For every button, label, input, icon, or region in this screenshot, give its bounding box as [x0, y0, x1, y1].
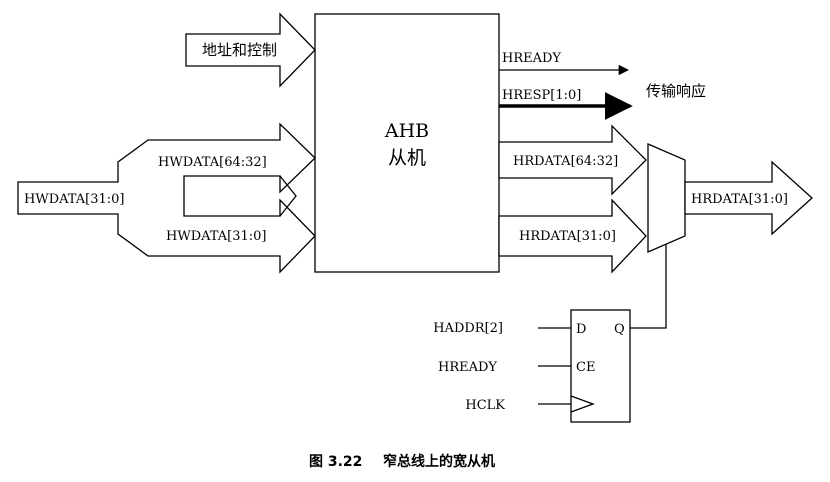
- hwdata-upper-label: HWDATA[64:32]: [158, 155, 267, 170]
- hrdata-out-label: HRDATA[31:0]: [691, 192, 788, 207]
- hwdata-split-notch: [279, 175, 297, 217]
- clock-triangle-icon: [570, 395, 595, 413]
- slave-title: AHB: [384, 120, 429, 142]
- hwdata-split-arrow: [17, 122, 316, 274]
- figure-caption: 窄总线上的宽从机: [383, 453, 495, 470]
- haddr2-label: HADDR[2]: [433, 321, 503, 336]
- hresp-out-label: HRESP[1:0]: [502, 88, 581, 103]
- hrdata-lower-label: HRDATA[31:0]: [519, 229, 616, 244]
- hrdata-upper-label: HRDATA[64:32]: [513, 154, 618, 169]
- addr-ctrl-label: 地址和控制: [202, 41, 277, 59]
- hwdata-lower-label: HWDATA[31:0]: [166, 229, 266, 244]
- hrdata-mux: [647, 143, 686, 253]
- mux-select-wire: [630, 244, 667, 329]
- ahb-slave-block: [314, 13, 500, 273]
- hrdata-out-arrow: [684, 160, 813, 236]
- pin-q-label: Q: [614, 322, 625, 337]
- slave-subtitle: 从机: [388, 147, 426, 169]
- pin-ce-label: CE: [576, 360, 595, 375]
- response-label: 传输响应: [646, 82, 706, 100]
- hrdata-upper-arrow: [498, 124, 647, 196]
- hrdata-lower-arrow: [498, 198, 647, 274]
- figure-number: 图 3.22: [309, 454, 362, 470]
- hready-out-label: HREADY: [502, 51, 561, 66]
- hwdata-full-label: HWDATA[31:0]: [24, 192, 124, 207]
- addr-ctrl-arrow: [185, 12, 316, 88]
- pin-d-label: D: [576, 322, 586, 337]
- hclk-label: HCLK: [465, 398, 505, 413]
- hready-in-label: HREADY: [438, 360, 497, 375]
